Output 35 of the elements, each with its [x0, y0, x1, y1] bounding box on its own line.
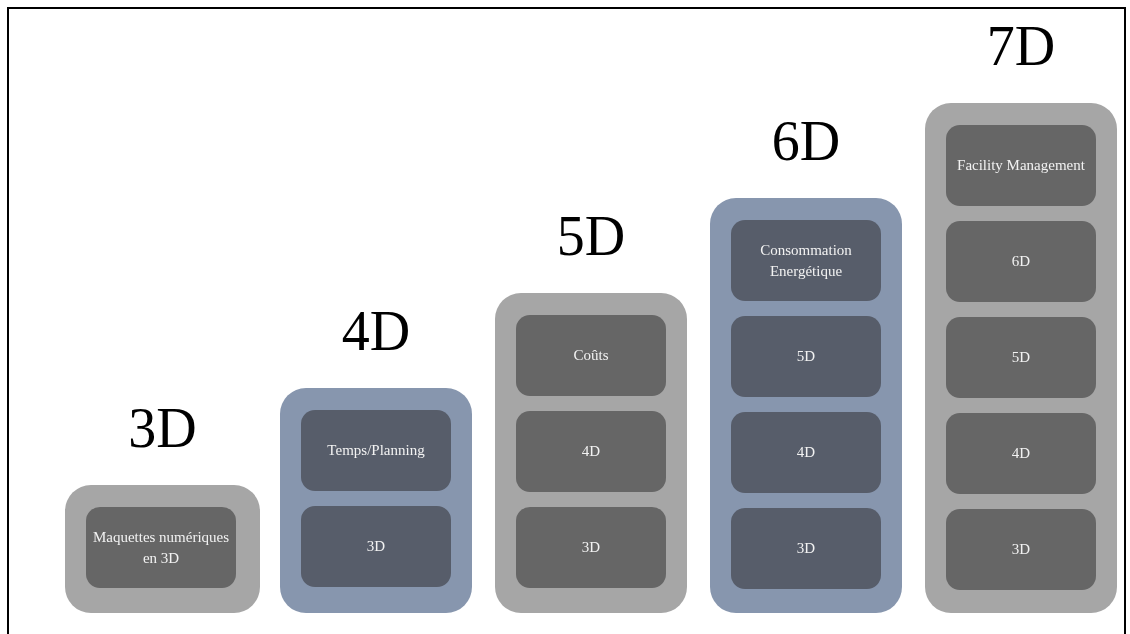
layer-box [731, 316, 881, 397]
layer-label: 6D [1011, 252, 1031, 272]
layer-box [516, 315, 666, 396]
layer-label: 4D [581, 442, 601, 462]
layer-box [301, 506, 451, 587]
layer-label: 3D [1011, 540, 1031, 560]
layer-box [86, 507, 236, 588]
layer-box [301, 410, 451, 491]
level-heading: 6D [770, 113, 842, 169]
layer-label: Coûts [573, 346, 609, 366]
layer-label: Facility Management [957, 156, 1085, 176]
layer-box [946, 509, 1096, 590]
layer-label: Maquettes numériques en 3D [91, 528, 231, 568]
layer-label: 5D [1011, 348, 1031, 368]
layer-box [731, 220, 881, 301]
layer-label: 3D [796, 539, 816, 559]
layer-box [731, 508, 881, 589]
level-heading: 3D [127, 400, 198, 456]
layer-label: 4D [796, 443, 816, 463]
layer-box [946, 317, 1096, 398]
layer-box [516, 507, 666, 588]
layer-label: 4D [1011, 444, 1031, 464]
layer-label: 3D [581, 538, 601, 558]
layer-label: Temps/Planning [327, 441, 425, 461]
layer-box [946, 221, 1096, 302]
layer-label: Consommation Energétique [759, 241, 853, 281]
layer-label: 3D [366, 537, 386, 557]
layer-box [516, 411, 666, 492]
level-heading: 4D [340, 303, 412, 359]
level-heading: 7D [985, 18, 1057, 74]
layer-label: 5D [796, 347, 816, 367]
layer-box [731, 412, 881, 493]
level-heading: 5D [555, 208, 627, 264]
layer-box [946, 125, 1096, 206]
layer-box [946, 413, 1096, 494]
